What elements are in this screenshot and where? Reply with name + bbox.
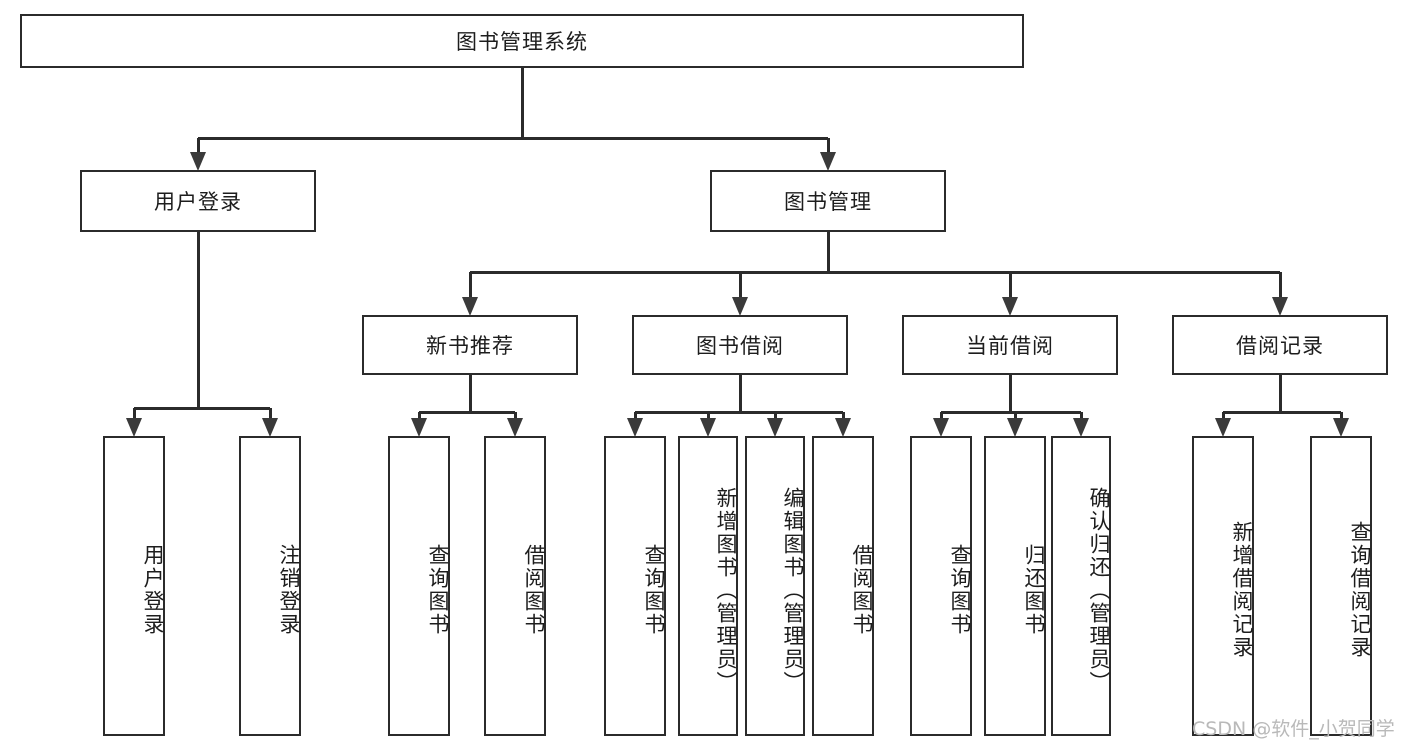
node-leaf-borrow-book-recommend[interactable]: 借阅图书 bbox=[484, 436, 546, 736]
connector-line bbox=[470, 270, 1280, 274]
connector-line bbox=[841, 412, 845, 420]
node-label: 图书借阅 bbox=[696, 334, 784, 358]
node-level2-book-management[interactable]: 图书管理 bbox=[710, 170, 946, 232]
node-leaf-query-book-borrow[interactable]: 查询图书 bbox=[604, 436, 666, 736]
arrowhead-icon bbox=[126, 418, 142, 437]
node-root[interactable]: 图书管理系统 bbox=[20, 14, 1024, 68]
node-leaf-add-borrow-record[interactable]: 新增借阅记录 bbox=[1192, 436, 1254, 736]
node-leaf-add-book-admin[interactable]: 新增图书（管理员） bbox=[678, 436, 738, 736]
connector-line bbox=[773, 412, 777, 420]
connector-line bbox=[941, 410, 1081, 414]
node-leaf-query-book-current[interactable]: 查询图书 bbox=[910, 436, 972, 736]
node-label: 查询借阅记录 bbox=[1348, 521, 1372, 659]
arrowhead-icon bbox=[1215, 418, 1231, 437]
connector-line bbox=[1223, 410, 1341, 414]
connector-line bbox=[196, 232, 200, 408]
node-label: 用户登录 bbox=[154, 190, 242, 214]
node-leaf-query-borrow-record[interactable]: 查询借阅记录 bbox=[1310, 436, 1372, 736]
connector-line bbox=[738, 375, 742, 412]
node-leaf-edit-book-admin[interactable]: 编辑图书（管理员） bbox=[745, 436, 805, 736]
connector-line bbox=[419, 410, 515, 414]
node-label: 归还图书 bbox=[1022, 544, 1046, 636]
arrowhead-icon bbox=[933, 418, 949, 437]
node-level3-borrow-record[interactable]: 借阅记录 bbox=[1172, 315, 1388, 375]
csdn-watermark: CSDN @软件_小贺同学 bbox=[1192, 718, 1395, 740]
connector-line bbox=[939, 412, 943, 420]
node-label: 确认归还（管理员） bbox=[1087, 486, 1111, 694]
node-label: 查询图书 bbox=[426, 544, 450, 636]
arrowhead-icon bbox=[627, 418, 643, 437]
connector-line bbox=[513, 412, 517, 420]
connector-line bbox=[1278, 272, 1282, 299]
node-level3-current-borrow[interactable]: 当前借阅 bbox=[902, 315, 1118, 375]
node-label: 借阅图书 bbox=[850, 544, 874, 636]
connector-line bbox=[1079, 412, 1083, 420]
arrowhead-icon bbox=[462, 297, 478, 316]
node-label: 查询图书 bbox=[642, 544, 666, 636]
arrowhead-icon bbox=[1073, 418, 1089, 437]
connector-line bbox=[826, 232, 830, 272]
node-label: 借阅图书 bbox=[522, 544, 546, 636]
connector-line bbox=[635, 410, 843, 414]
node-leaf-borrow-book[interactable]: 借阅图书 bbox=[812, 436, 874, 736]
node-level3-new-book-recommend[interactable]: 新书推荐 bbox=[362, 315, 578, 375]
arrowhead-icon bbox=[507, 418, 523, 437]
connector-line bbox=[132, 408, 136, 420]
arrowhead-icon bbox=[1272, 297, 1288, 316]
node-leaf-confirm-return-admin[interactable]: 确认归还（管理员） bbox=[1051, 436, 1111, 736]
connector-line bbox=[1008, 272, 1012, 299]
arrowhead-icon bbox=[1002, 297, 1018, 316]
node-leaf-query-book-recommend[interactable]: 查询图书 bbox=[388, 436, 450, 736]
arrowhead-icon bbox=[820, 152, 836, 171]
node-leaf-logout[interactable]: 注销登录 bbox=[239, 436, 301, 736]
arrowhead-icon bbox=[411, 418, 427, 437]
connector-line bbox=[198, 136, 828, 140]
node-label: 用户登录 bbox=[141, 544, 165, 636]
connector-line bbox=[134, 406, 270, 410]
arrowhead-icon bbox=[1333, 418, 1349, 437]
node-label: 新书推荐 bbox=[426, 334, 514, 358]
connector-line bbox=[520, 68, 524, 138]
node-leaf-return-book[interactable]: 归还图书 bbox=[984, 436, 1046, 736]
connector-line bbox=[706, 412, 710, 420]
arrowhead-icon bbox=[732, 297, 748, 316]
connector-line bbox=[468, 272, 472, 299]
connector-line bbox=[738, 272, 742, 299]
node-label: 图书管理系统 bbox=[456, 30, 588, 54]
connector-line bbox=[826, 138, 830, 154]
node-level3-book-borrow[interactable]: 图书借阅 bbox=[632, 315, 848, 375]
arrowhead-icon bbox=[190, 152, 206, 171]
arrowhead-icon bbox=[700, 418, 716, 437]
node-label: 新增图书（管理员） bbox=[714, 486, 738, 694]
arrowhead-icon bbox=[767, 418, 783, 437]
node-label: 借阅记录 bbox=[1236, 334, 1324, 358]
connector-line bbox=[1278, 375, 1282, 412]
connector-line bbox=[196, 138, 200, 154]
connector-line bbox=[1339, 412, 1343, 420]
arrowhead-icon bbox=[262, 418, 278, 437]
node-label: 编辑图书（管理员） bbox=[781, 486, 805, 694]
connector-line bbox=[633, 412, 637, 420]
connector-line bbox=[468, 375, 472, 412]
node-leaf-user-login[interactable]: 用户登录 bbox=[103, 436, 165, 736]
connector-line bbox=[1008, 375, 1012, 412]
connector-line bbox=[1013, 412, 1017, 420]
connector-line bbox=[268, 408, 272, 420]
node-level2-user-login[interactable]: 用户登录 bbox=[80, 170, 316, 232]
node-label: 图书管理 bbox=[784, 190, 872, 214]
arrowhead-icon bbox=[835, 418, 851, 437]
connector-line bbox=[1221, 412, 1225, 420]
arrowhead-icon bbox=[1007, 418, 1023, 437]
node-label: 新增借阅记录 bbox=[1230, 521, 1254, 659]
connector-line bbox=[417, 412, 421, 420]
node-label: 当前借阅 bbox=[966, 334, 1054, 358]
node-label: 查询图书 bbox=[948, 544, 972, 636]
node-label: 注销登录 bbox=[277, 544, 301, 636]
